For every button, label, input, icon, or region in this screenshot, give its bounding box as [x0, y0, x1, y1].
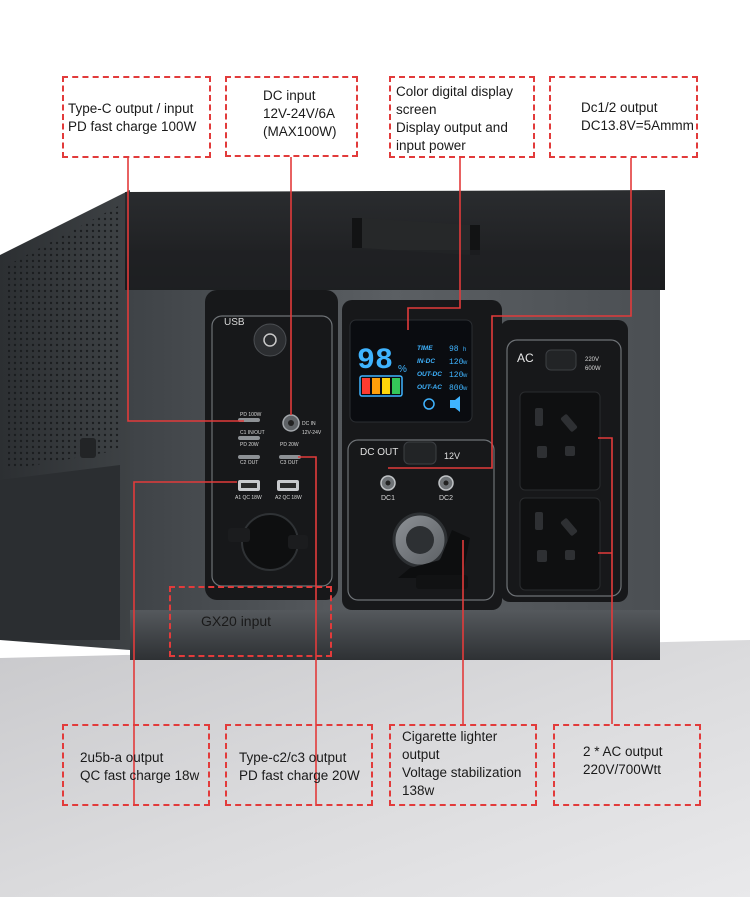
callout-dc12-text: Dc1/2 output DC13.8V=5Ammm: [581, 100, 694, 133]
dc-out-switch: [403, 441, 437, 465]
c3-label: C3 OUT: [280, 460, 298, 466]
lcd-row-label-2: OUT-DC: [417, 371, 442, 378]
ac-outlet-2: [519, 497, 601, 591]
callout-cigarette-text: Cigarette lighter output Voltage stabili…: [402, 729, 522, 798]
dc-12v-label: 12V: [444, 451, 460, 461]
lcd-row-value-0: 98: [449, 345, 459, 354]
dc-in-range-label: 12V-24V: [302, 430, 322, 436]
lcd-row-value-2: 120: [449, 371, 464, 380]
cigarette-cap: [398, 530, 470, 578]
ac-label: AC: [517, 351, 534, 365]
side-grille: [8, 205, 120, 470]
callout-ac-text: 2 * AC output 220V/700Wtt: [583, 744, 663, 777]
callout-gx20: GX20 input: [169, 586, 332, 657]
pd20w-a-label: PD 20W: [240, 442, 259, 448]
dc-out-label: DC OUT: [360, 447, 398, 458]
a1-label: A1 QC 18W: [235, 495, 262, 501]
callout-display-text: Color digital display screen Display out…: [396, 84, 514, 153]
c1-label: C1 IN/OUT: [240, 430, 265, 436]
usb-label: USB: [224, 317, 245, 328]
callout-dc-input: DC input 12V-24V/6A (MAX100W): [225, 76, 358, 157]
speaker-icon: [450, 396, 460, 412]
lcd-unit-2: w: [462, 373, 468, 379]
callout-gx20-text: GX20 input: [201, 613, 272, 629]
callout-usb-text: 2u5b-a output QC fast charge 18w: [80, 750, 200, 783]
lcd-row-value-1: 120: [449, 358, 464, 367]
dc-out-box: [347, 439, 495, 601]
callout-typec-text: Type-C output / input PD fast charge 100…: [68, 101, 197, 134]
lcd-unit-1: w: [462, 360, 468, 366]
lcd-percent: 98: [357, 344, 393, 378]
callout-typec: Type-C output / input PD fast charge 100…: [62, 76, 211, 158]
ac-volt-label: 220V: [585, 357, 599, 363]
device-base: [130, 610, 660, 660]
dc1-label: DC1: [381, 495, 395, 502]
c2-label: C2 OUT: [240, 460, 258, 466]
lcd-row-label-1: IN-DC: [417, 358, 435, 365]
lcd-row-label-3: OUT-AC: [417, 384, 442, 391]
lcd-percent-sign: %: [398, 364, 407, 375]
brightness-icon: [423, 398, 435, 410]
callout-cigarette: Cigarette lighter output Voltage stabili…: [389, 724, 537, 806]
ac-watt-label: 600W: [585, 366, 601, 372]
callout-dc12: Dc1/2 output DC13.8V=5Ammm: [549, 76, 698, 158]
callout-typec23: Type-c2/c3 output PD fast charge 20W: [225, 724, 373, 806]
lcd-row-value-3: 800: [449, 384, 464, 393]
callout-typec23-text: Type-c2/c3 output PD fast charge 20W: [239, 750, 360, 783]
pd20w-b-label: PD 20W: [280, 442, 299, 448]
lcd-unit-3: w: [462, 386, 468, 392]
a2-label: A2 QC 18W: [275, 495, 302, 501]
callout-ac: 2 * AC output 220V/700Wtt: [553, 724, 701, 806]
floor: [0, 640, 750, 897]
callout-usb: 2u5b-a output QC fast charge 18w: [62, 724, 210, 806]
callout-dc-input-text: DC input 12V-24V/6A (MAX100W): [263, 88, 337, 139]
dc-in-label: DC IN: [302, 421, 316, 427]
callout-leader-lines: [127, 157, 632, 806]
lcd-row-label-0: TIME: [417, 345, 433, 352]
lcd-unit-0: h: [463, 347, 466, 353]
ac-switch: [545, 349, 577, 371]
power-button: [253, 323, 287, 357]
callout-display: Color digital display screen Display out…: [389, 76, 535, 158]
ac-outlet-1: [519, 391, 601, 491]
pd100w-label: PD 100W: [240, 412, 262, 418]
side-button: [80, 438, 96, 458]
left-port-panel: [205, 290, 338, 600]
dc2-label: DC2: [439, 495, 453, 502]
